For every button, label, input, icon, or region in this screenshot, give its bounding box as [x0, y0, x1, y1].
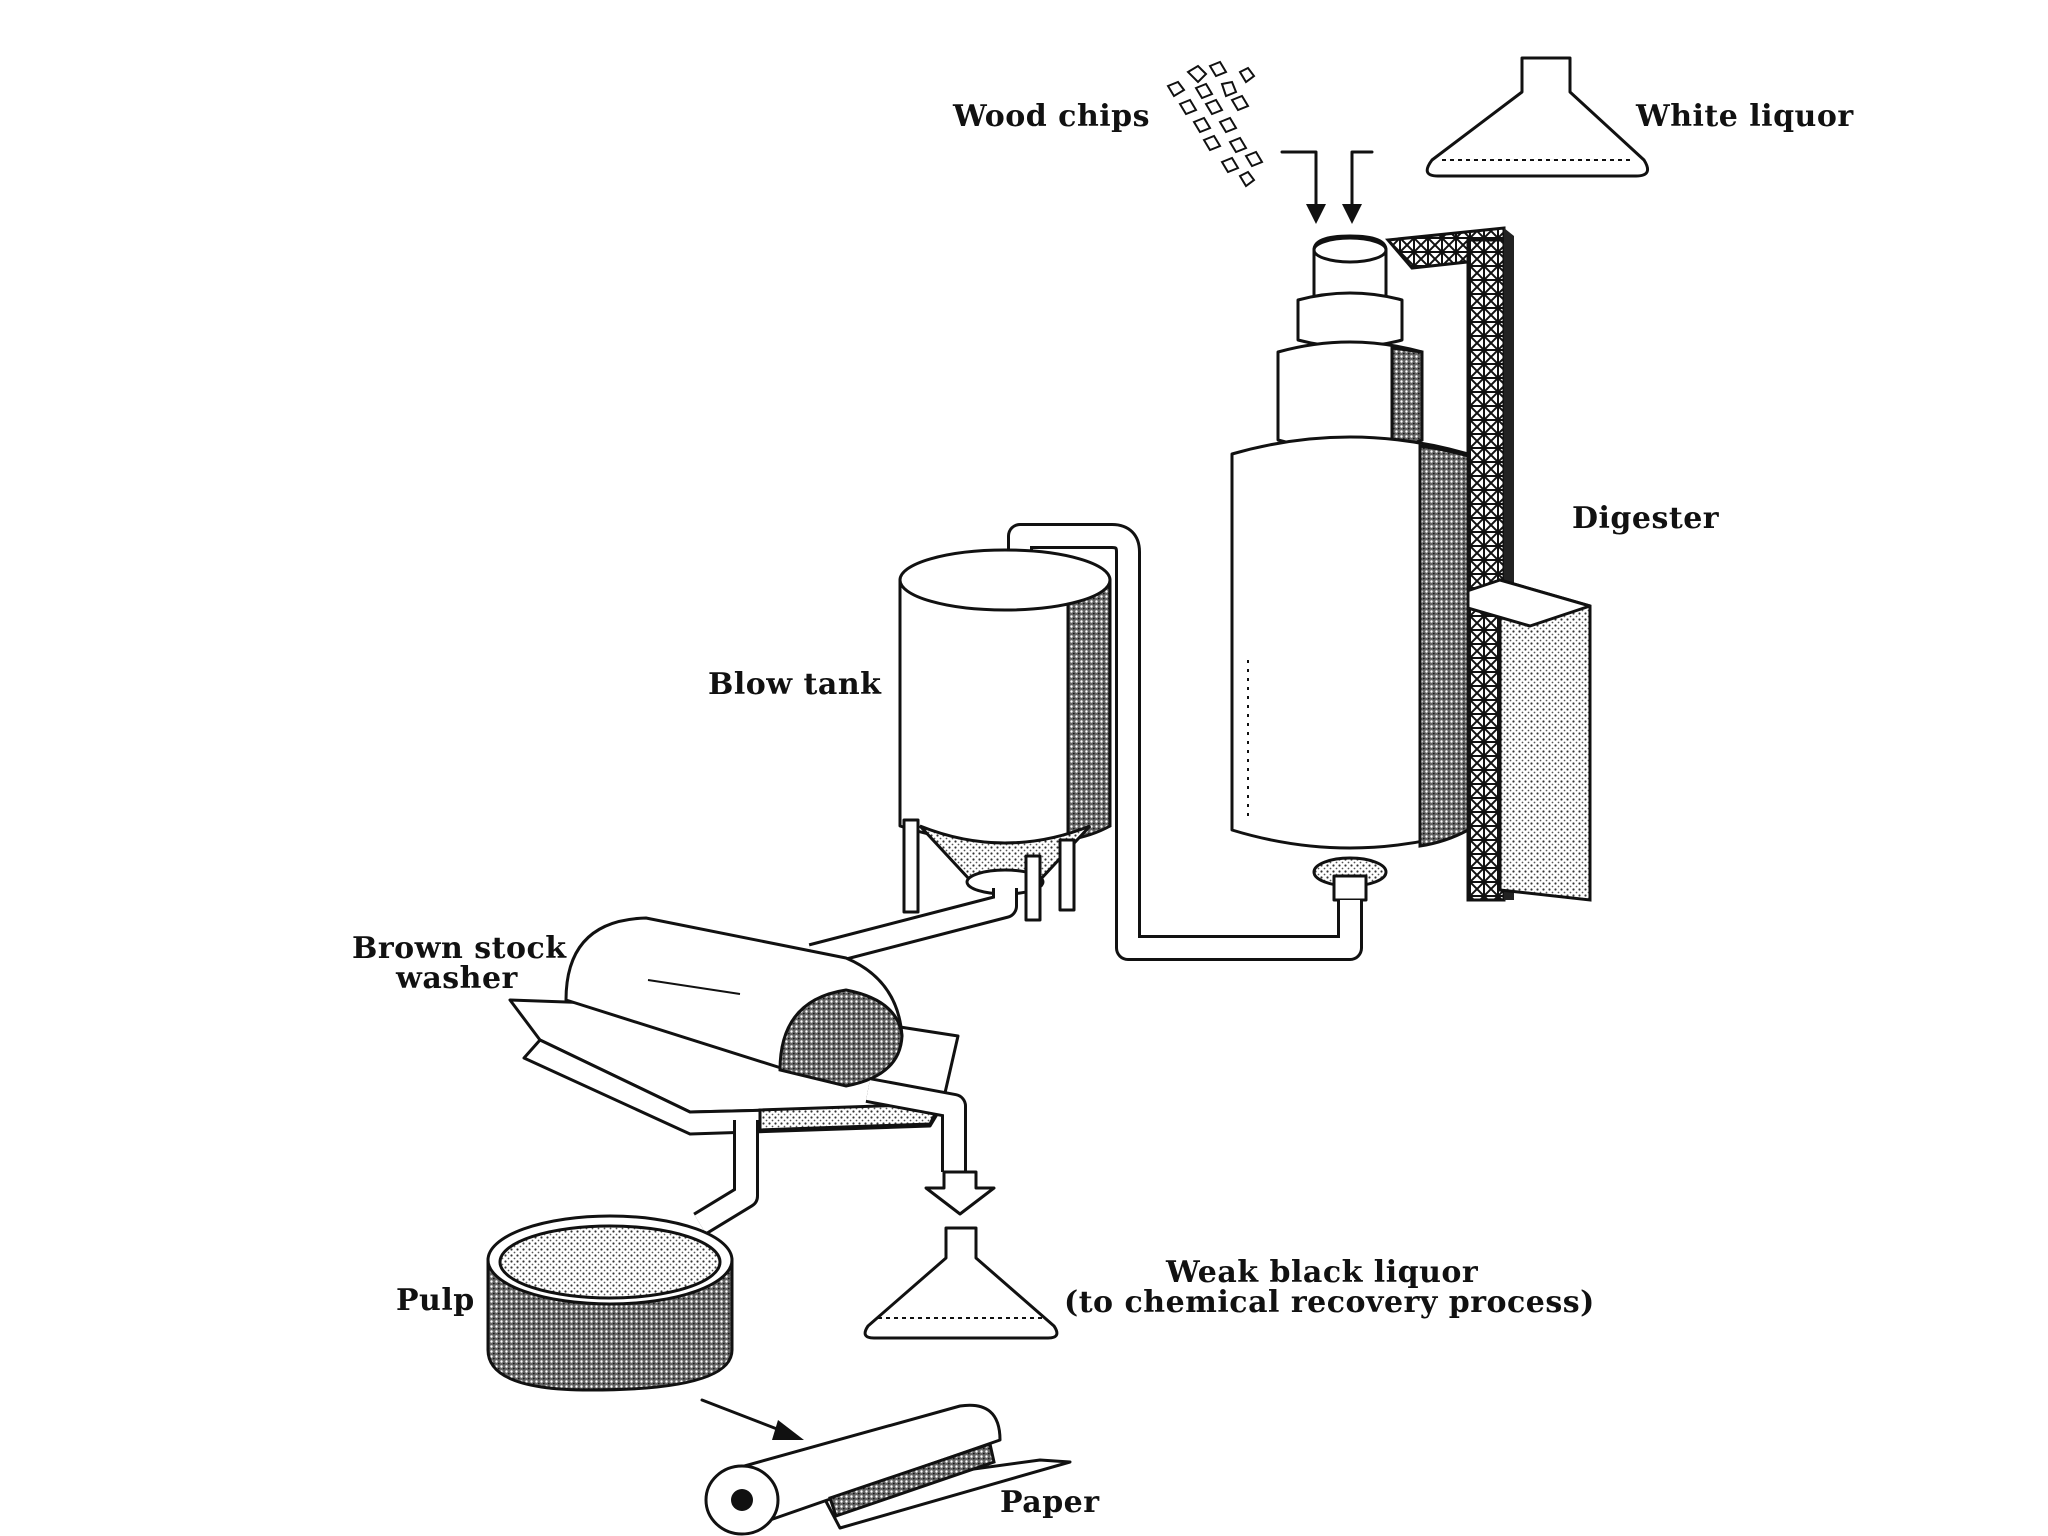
blow-tank-to-washer-pipe [808, 888, 1018, 969]
paper-roll-icon [704, 1403, 1072, 1536]
brown-stock-washer-icon [508, 916, 960, 1136]
digester-label: Digester [1572, 501, 1720, 536]
pulp-label: Pulp [396, 1283, 475, 1318]
washer-to-pulp-pipe [693, 1120, 759, 1236]
wood-chips-label: Wood chips [952, 99, 1150, 134]
hollow-arrow-down-icon [924, 1170, 996, 1216]
digester-to-blow-tank-pipe [1007, 523, 1363, 961]
washer-to-black-liquor-pipe [865, 1077, 967, 1172]
feed-arrows [1280, 150, 1374, 224]
weak-black-liquor-label-line2: (to chemical recovery process) [1064, 1285, 1595, 1320]
weak-black-liquor-label-line1: Weak black liquor [1165, 1255, 1479, 1290]
weak-black-liquor-flask-icon [863, 1226, 1059, 1340]
white-liquor-flask-icon [1425, 56, 1650, 178]
blow-tank-icon [898, 548, 1112, 922]
blow-tank-label: Blow tank [708, 667, 882, 702]
brown-stock-washer-label-line2: washer [395, 961, 519, 996]
pulp-to-paper-arrow [700, 1398, 804, 1440]
paper-label: Paper [1000, 1485, 1100, 1520]
pulp-vat-icon [486, 1214, 734, 1392]
white-liquor-label: White liquor [1635, 99, 1854, 134]
digester-icon [1230, 226, 1592, 902]
brown-stock-washer-label-line1: Brown stock [352, 931, 567, 966]
wood-chips-icon [1166, 60, 1264, 188]
